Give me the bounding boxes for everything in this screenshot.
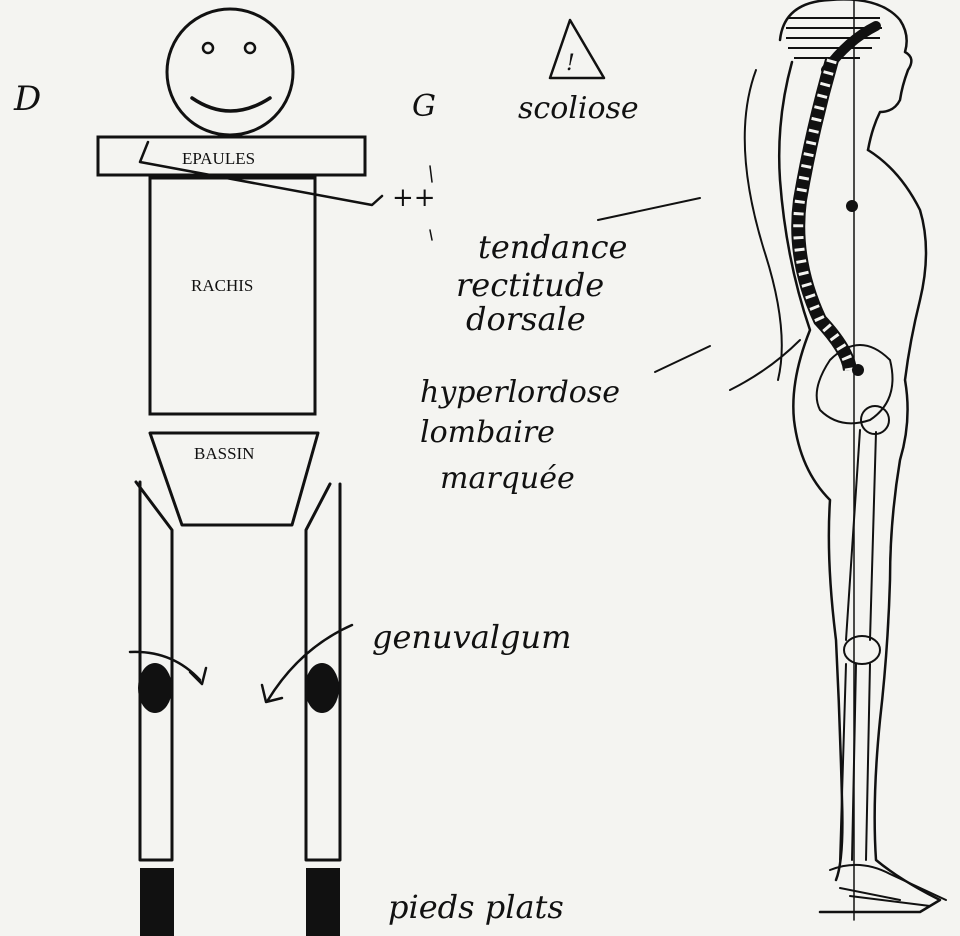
spine-label: RACHIS [191,276,253,295]
dorsal-pointer-line [598,198,700,220]
lumbar-pointer-line [655,346,710,372]
lumbar-note-line3: marquée [440,461,575,496]
right-leg [305,484,340,936]
dorsal-note-line1: tendance [478,228,627,266]
feet-note: pieds plats [388,888,564,926]
lumbar-note-line2: lombaire [420,415,555,450]
pelvis-box: BASSIN [150,433,318,525]
scoliosis-note: scoliose [518,91,639,126]
svg-text:!: ! [566,51,575,76]
side-profile-figure [730,0,946,920]
warning-triangle-icon: ! [550,20,604,78]
side-label-right: D [13,79,41,119]
tilt-marks: ++ [392,183,436,213]
left-leg [136,482,174,936]
side-label-left: G [412,89,436,124]
dorsal-note-line2: rectitude [456,266,604,304]
smiley-head-icon [167,9,293,135]
dorsal-note-line3: dorsale [466,300,586,338]
knees-note: genuvalgum [372,618,571,656]
shoulders-box: EPAULES [98,137,382,205]
spine-box: RACHIS [150,178,315,414]
lumbar-note-line1: hyperlordose [420,375,620,410]
pelvis-label: BASSIN [194,444,254,463]
shoulders-label: EPAULES [182,149,255,168]
